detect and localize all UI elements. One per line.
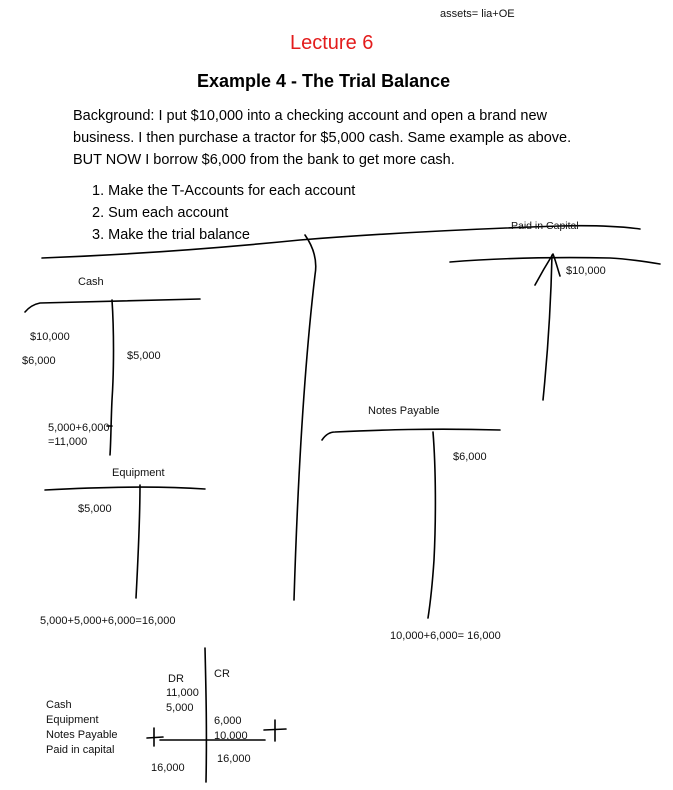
ink-np-vertical	[427, 431, 437, 619]
top-note: assets= lia+OE	[440, 8, 515, 20]
step-item: 3. Make the trial balance	[92, 227, 250, 243]
ink-equip-top	[44, 486, 206, 491]
trial-balance-dr-label: DR	[168, 673, 184, 685]
background-line-2: business. I then purchase a tractor for …	[73, 130, 572, 146]
background-line-1: Background: I put $10,000 into a checkin…	[73, 108, 548, 124]
ink-cash-vertical	[109, 299, 115, 456]
trial-balance-cr-label: CR	[214, 668, 230, 680]
ink-tb-vertical	[204, 647, 208, 783]
steps-list: 1. Make the T-Accounts for each account …	[92, 180, 355, 246]
ink-cash-top	[24, 298, 201, 313]
lecture-title: Lecture 6	[290, 32, 374, 54]
trial-balance-account: Notes Payable	[46, 729, 118, 741]
trial-balance-cr-value: 6,000	[214, 715, 242, 727]
trial-balance-account: Paid in capital	[46, 744, 115, 756]
trial-balance-account: Equipment	[46, 714, 99, 726]
background-line-3: BUT NOW I borrow $6,000 from the bank to…	[73, 152, 455, 168]
ink-plus-left-h	[146, 736, 164, 739]
example-title: Example 4 - The Trial Balance	[197, 71, 451, 91]
trial-balance-dr-value: 11,000	[166, 687, 199, 699]
equipment-debit-1: $5,000	[78, 503, 112, 515]
ink-divider-left	[293, 234, 317, 601]
right-total: 10,000+6,000= 16,000	[390, 630, 501, 642]
ink-pic-top	[449, 256, 661, 265]
trial-balance-cr-value: 10,000	[214, 730, 248, 742]
left-total: 5,000+5,000+6,000=16,000	[40, 615, 176, 627]
background-paragraph: Background: I put $10,000 into a checkin…	[73, 105, 571, 171]
trial-balance-dr-total: 16,000	[151, 762, 185, 774]
cash-account-title: Cash	[78, 276, 104, 288]
trial-balance-dr-values: 11,000 5,000	[166, 686, 199, 716]
cash-debit-2: $6,000	[22, 355, 56, 367]
notes-payable-title: Notes Payable	[368, 405, 440, 417]
trial-balance-cr-values: 6,000 10,000	[214, 714, 248, 744]
paid-in-capital-credit-1: $10,000	[566, 265, 606, 277]
trial-balance-account: Cash	[46, 699, 72, 711]
ink-top-line	[41, 224, 641, 259]
notes-payable-credit-1: $6,000	[453, 451, 487, 463]
cash-sum-line-1: 5,000+6,000	[48, 422, 110, 434]
cash-sum-line-2: =11,000	[48, 436, 88, 448]
ink-pic-arrow	[534, 253, 561, 286]
step-item: 1. Make the T-Accounts for each account	[92, 183, 356, 199]
ink-pic-vertical	[542, 254, 553, 401]
trial-balance-dr-value: 5,000	[166, 702, 194, 714]
equipment-account-title: Equipment	[112, 467, 165, 479]
step-item: 2. Sum each account	[92, 205, 229, 221]
cash-debit-1: $10,000	[30, 331, 70, 343]
trial-balance-accounts: Cash Equipment Notes Payable Paid in cap…	[46, 698, 118, 758]
cash-credit-1: $5,000	[127, 350, 161, 362]
ink-equip-vertical	[135, 484, 141, 599]
ink-np-top	[321, 428, 501, 441]
paid-in-capital-title: Paid in Capital	[511, 220, 579, 232]
trial-balance-cr-total: 16,000	[217, 753, 251, 765]
